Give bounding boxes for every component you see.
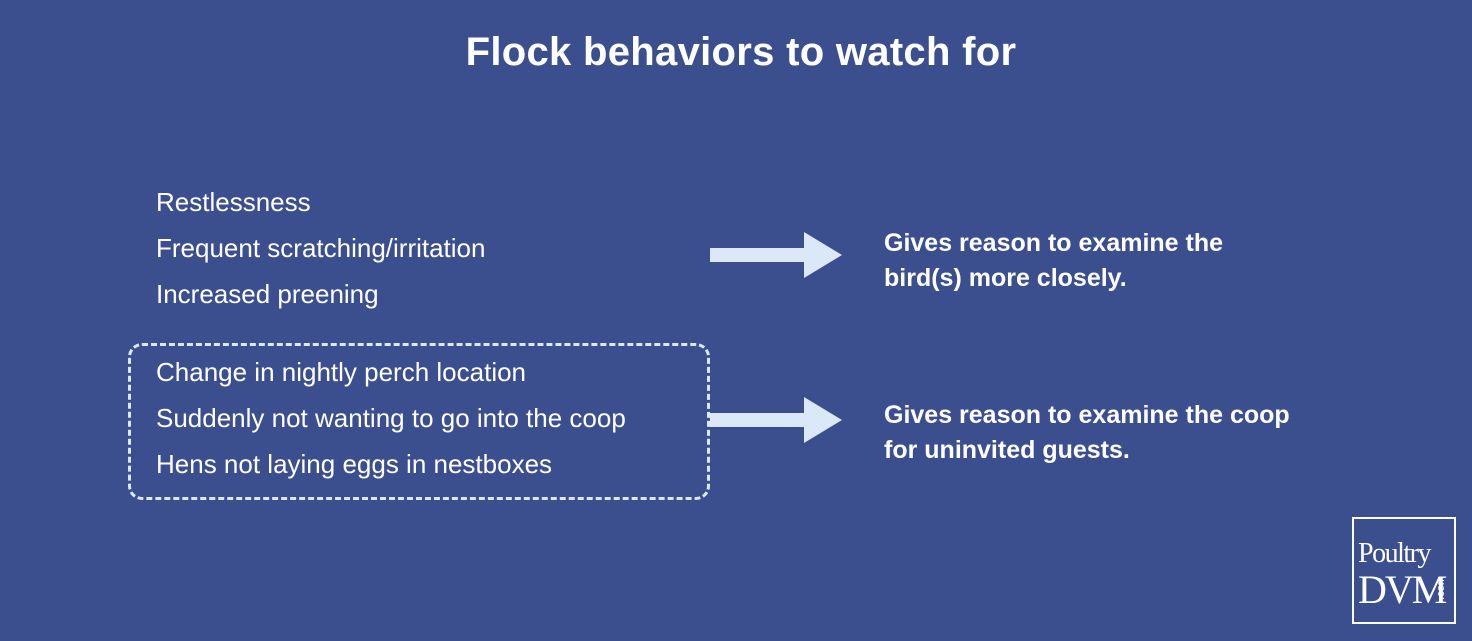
coop-behaviors-frame — [128, 343, 710, 500]
behavior-list-coop: Change in nightly perch location Suddenl… — [156, 356, 626, 494]
behavior-item: Increased preening — [156, 279, 379, 309]
arrow-right-icon — [710, 232, 842, 278]
behavior-list-bird: Restlessness Frequent scratching/irritat… — [156, 186, 485, 324]
result-text-bird: Gives reason to examine the bird(s) more… — [884, 229, 1224, 292]
behavior-item: Hens not laying eggs in nestboxes — [156, 449, 553, 479]
behavior-item: Frequent scratching/irritation — [156, 233, 486, 263]
behavior-item: Restlessness — [156, 187, 311, 217]
behavior-item: Change in nightly perch location — [156, 357, 527, 387]
diagram-title: Flock behaviors to watch for — [465, 30, 1017, 74]
result-text-coop: Gives reason to examine the coop for uni… — [884, 401, 1290, 464]
arrow-right-icon — [710, 397, 842, 443]
poultrydvm-logo: Poultry DVM .com — [1352, 517, 1456, 624]
behavior-item: Suddenly not wanting to go into the coop — [156, 403, 626, 433]
